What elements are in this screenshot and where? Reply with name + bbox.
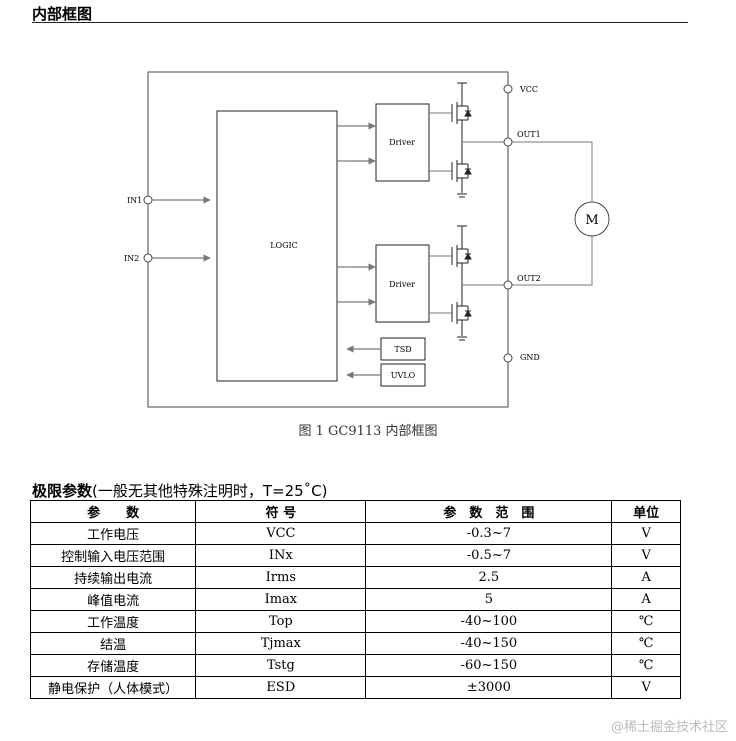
- cell-range: -40~150: [365, 632, 613, 655]
- driver-gate-lines: [429, 112, 452, 314]
- cell-unit: ℃: [611, 654, 681, 677]
- cell-range: -0.3~7: [365, 522, 613, 545]
- protection-arrows: [346, 345, 381, 379]
- mosfet-group: [451, 82, 472, 341]
- table-row: 峰值电流 Imax 5 A: [29, 588, 681, 611]
- in1-label: IN1: [127, 196, 142, 205]
- logic-label: LOGIC: [270, 241, 298, 250]
- cell-range: -40~100: [365, 610, 613, 633]
- output-lines: [462, 141, 593, 286]
- section-title-limits: 极限参数(一般无其他特殊注明时，T=25˚C): [32, 480, 328, 501]
- out1-label: OUT1: [517, 130, 541, 139]
- cell-symbol: VCC: [195, 522, 367, 545]
- uvlo-label: UVLO: [391, 371, 416, 380]
- cell-param: 持续输出电流: [29, 566, 197, 589]
- cell-unit: A: [611, 588, 681, 611]
- table-row: 存储温度 Tstg -60~150 ℃: [29, 654, 681, 677]
- driver-top-label: Driver: [389, 138, 415, 147]
- gnd-pin: [503, 353, 513, 363]
- cell-param: 静电保护（人体模式）: [29, 676, 197, 699]
- table-header-row: 参 数 符 号 参 数 范 围 单位: [29, 500, 681, 523]
- in2-label: IN2: [124, 254, 139, 263]
- driver-bottom-label: Driver: [389, 280, 415, 289]
- table-row: 控制输入电压范围 INx -0.5~7 V: [29, 544, 681, 567]
- section-title-block-diagram: 内部框图: [32, 5, 93, 23]
- in1-pin: [143, 195, 153, 205]
- limits-title-rest: (一般无其他特殊注明时，T=25˚C): [92, 482, 328, 500]
- gnd-label: GND: [520, 353, 540, 362]
- cell-param: 存储温度: [29, 654, 197, 677]
- cell-symbol: Tstg: [195, 654, 367, 677]
- input-arrows: [152, 196, 211, 262]
- limits-title-bold: 极限参数: [32, 482, 93, 500]
- cell-param: 工作温度: [29, 610, 197, 633]
- cell-param: 结温: [29, 632, 197, 655]
- cell-range: 5: [365, 588, 613, 611]
- limits-table: 参 数 符 号 参 数 范 围 单位 工作电压 VCC -0.3~7 V 控制输…: [29, 500, 681, 699]
- tsd-label: TSD: [394, 345, 411, 354]
- out2-label: OUT2: [517, 274, 541, 283]
- table-row: 工作电压 VCC -0.3~7 V: [29, 522, 681, 545]
- block-diagram: LOGIC Driver Driver TSD UVLO IN1 IN2: [124, 71, 610, 408]
- chip-outline: [147, 71, 509, 408]
- out1-pin: [503, 137, 513, 147]
- cell-param: 工作电压: [29, 522, 197, 545]
- cell-range: ±3000: [365, 676, 613, 699]
- cell-param: 控制输入电压范围: [29, 544, 197, 567]
- diagram-caption: 图 1 GC9113 内部框图: [298, 424, 438, 439]
- motor-label: M: [585, 213, 598, 228]
- header-unit: 单位: [611, 500, 681, 523]
- logic-block: [216, 110, 338, 382]
- table-row: 工作温度 Top -40~100 ℃: [29, 610, 681, 633]
- motor-symbol: [574, 201, 610, 237]
- driver-bottom-block: [375, 244, 430, 323]
- cell-unit: ℃: [611, 610, 681, 633]
- cell-symbol: Irms: [195, 566, 367, 589]
- cell-unit: ℃: [611, 632, 681, 655]
- cell-symbol: ESD: [195, 676, 367, 699]
- header-param: 参 数: [29, 500, 197, 523]
- title-rule: [32, 22, 688, 23]
- out2-pin: [503, 280, 513, 290]
- logic-to-driver-arrows: [350, 122, 376, 306]
- cell-unit: A: [611, 566, 681, 589]
- cell-param: 峰值电流: [29, 588, 197, 611]
- cell-symbol: INx: [195, 544, 367, 567]
- cell-symbol: Top: [195, 610, 367, 633]
- header-range: 参 数 范 围: [365, 500, 613, 523]
- cell-range: -0.5~7: [365, 544, 613, 567]
- vcc-label: VCC: [519, 85, 538, 94]
- cell-unit: V: [611, 522, 681, 545]
- header-symbol: 符 号: [195, 500, 367, 523]
- cell-unit: V: [611, 544, 681, 567]
- cell-unit: V: [611, 676, 681, 699]
- cell-range: -60~150: [365, 654, 613, 677]
- vcc-pin: [503, 84, 513, 94]
- in2-pin: [143, 253, 153, 263]
- table-row: 持续输出电流 Irms 2.5 A: [29, 566, 681, 589]
- cell-symbol: Imax: [195, 588, 367, 611]
- table-row: 静电保护（人体模式） ESD ±3000 V: [29, 676, 681, 699]
- table-row: 结温 Tjmax -40~150 ℃: [29, 632, 681, 655]
- cell-range: 2.5: [365, 566, 613, 589]
- cell-symbol: Tjmax: [195, 632, 367, 655]
- logic-to-driver-lines: [337, 125, 350, 303]
- watermark: @稀土掘金技术社区: [610, 720, 728, 735]
- driver-top-block: [375, 103, 430, 182]
